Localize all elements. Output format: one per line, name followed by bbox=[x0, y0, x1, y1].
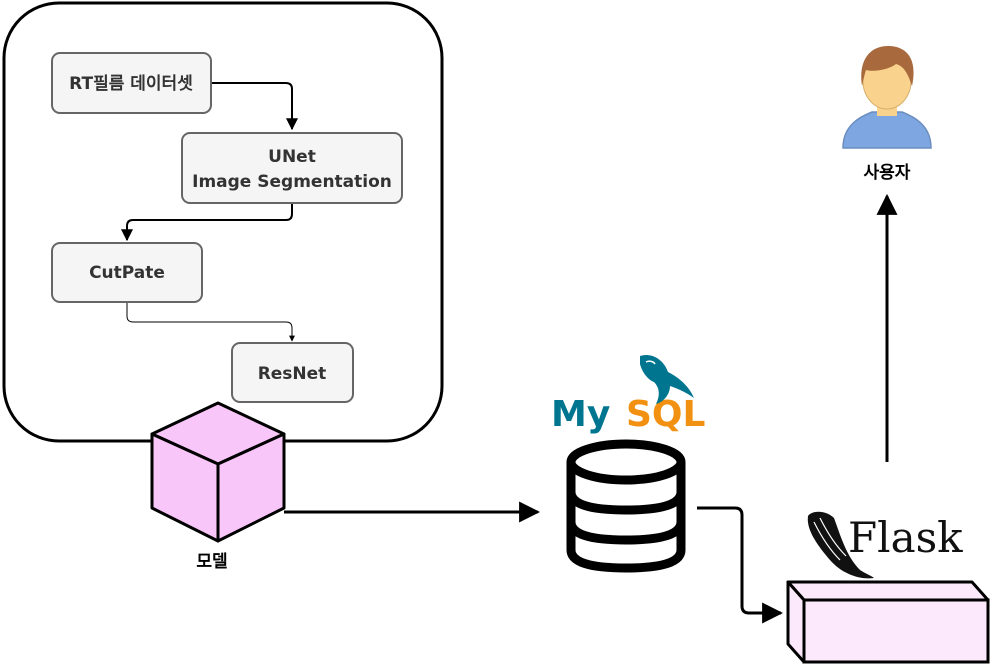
mysql-logo: My SQL bbox=[551, 354, 705, 435]
node-rt-film-dataset: RT필름 데이터셋 bbox=[51, 52, 212, 114]
user-label: 사용자 bbox=[864, 163, 911, 183]
mysql-dolphin-icon bbox=[640, 354, 694, 404]
node-resnet-label: ResNet bbox=[258, 364, 327, 384]
edge-unet-to-cutpate bbox=[121, 203, 293, 242]
flask-server-box bbox=[786, 580, 990, 664]
node-cutpate-label: CutPate bbox=[89, 263, 165, 283]
node-resnet: ResNet bbox=[231, 342, 354, 403]
edge-database-to-flask bbox=[697, 506, 784, 624]
mysql-logo-sql: SQL bbox=[626, 394, 705, 435]
flask-horn-icon bbox=[807, 511, 874, 579]
flask-logo: Flask bbox=[807, 511, 963, 579]
node-unet: UNet Image Segmentation bbox=[181, 132, 403, 204]
edge-dataset-to-unet bbox=[211, 82, 298, 131]
node-cutpate: CutPate bbox=[51, 242, 203, 303]
node-unet-sublabel: Image Segmentation bbox=[192, 172, 392, 192]
database-icon bbox=[566, 439, 686, 573]
mysql-logo-my: My bbox=[551, 394, 610, 435]
node-rt-film-dataset-label: RT필름 데이터셋 bbox=[69, 74, 193, 94]
flask-logo-text: Flask bbox=[848, 513, 963, 562]
node-unet-label: UNet bbox=[268, 147, 316, 167]
model-label: 모델 bbox=[196, 551, 227, 572]
user-icon bbox=[842, 46, 932, 149]
edge-cutpate-to-resnet bbox=[126, 302, 295, 342]
cube-icon bbox=[150, 401, 286, 543]
